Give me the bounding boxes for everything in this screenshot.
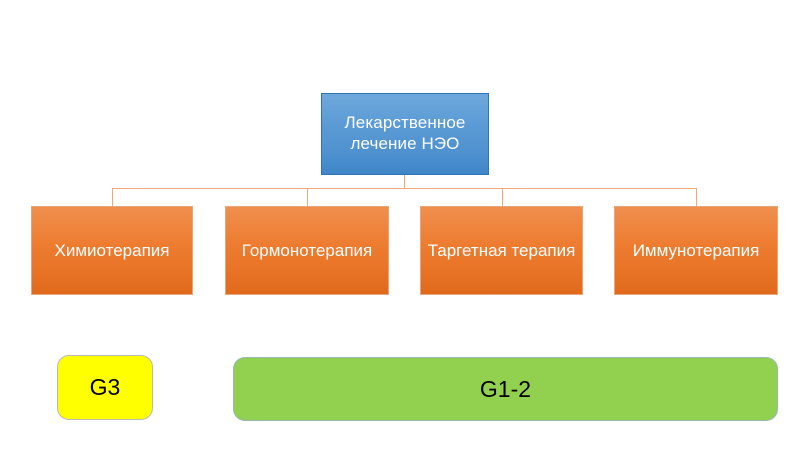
connector-horizontal-bus: [112, 188, 697, 189]
node-root-drug-treatment[interactable]: Лекарственное лечение НЭО: [321, 93, 489, 175]
connector-drop-chemotherapy: [112, 188, 113, 206]
connector-drop-hormonotherapy: [307, 188, 308, 206]
node-therapy-hormonotherapy[interactable]: Гормонотерапия: [225, 206, 389, 295]
node-therapy-targeted-therapy[interactable]: Таргетная терапия: [420, 206, 583, 295]
connector-root-stem: [404, 175, 405, 189]
connector-drop-targeted-therapy: [502, 188, 503, 206]
node-therapy-chemotherapy[interactable]: Химиотерапия: [31, 206, 193, 295]
grade-badge-g1-2[interactable]: G1-2: [233, 357, 778, 421]
node-therapy-immunotherapy[interactable]: Иммунотерапия: [614, 206, 778, 295]
grade-badge-g3[interactable]: G3: [57, 355, 153, 420]
connector-drop-immunotherapy: [696, 188, 697, 206]
